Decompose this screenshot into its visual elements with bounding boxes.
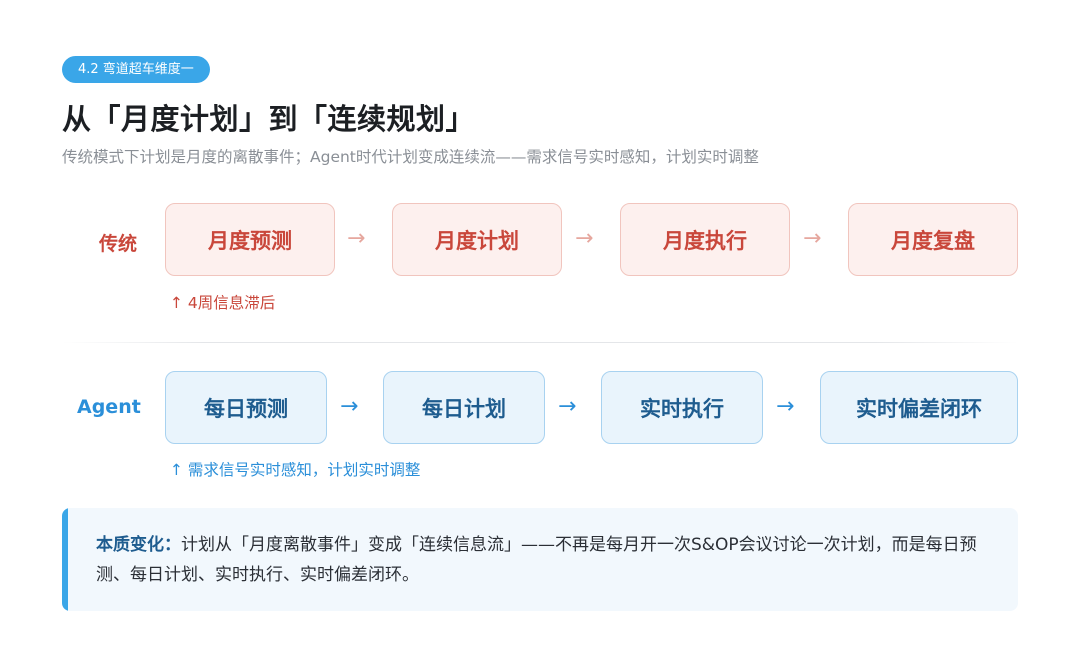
agent-step-realtime-deviation-loop: 实时偏差闭环 xyxy=(820,371,1018,444)
agent-step-daily-plan: 每日计划 xyxy=(383,371,545,444)
traditional-lag-note: ↑ 4周信息滞后 xyxy=(170,294,276,312)
essence-callout: 本质变化：计划从「月度离散事件」变成「连续信息流」——不再是每月开一次S&OP会… xyxy=(62,508,1018,611)
right-arrow-icon: → xyxy=(340,394,359,419)
page-title: 从「月度计划」到「连续规划」 xyxy=(62,102,476,136)
callout-lead: 本质变化： xyxy=(96,535,181,555)
divider xyxy=(62,342,1018,343)
traditional-row-label: 传统 xyxy=(99,233,138,255)
right-arrow-icon: → xyxy=(575,226,594,251)
callout-accent-bar xyxy=(62,508,68,611)
agent-realtime-note: ↑ 需求信号实时感知，计划实时调整 xyxy=(170,461,421,479)
agent-step-realtime-execution: 实时执行 xyxy=(601,371,763,444)
agent-row-label: Agent xyxy=(77,396,141,418)
right-arrow-icon: → xyxy=(803,226,822,251)
right-arrow-icon: → xyxy=(558,394,577,419)
section-badge: 4.2 弯道超车维度一 xyxy=(62,56,210,83)
callout-body: 计划从「月度离散事件」变成「连续信息流」——不再是每月开一次S&OP会议讨论一次… xyxy=(96,535,977,585)
traditional-step-monthly-plan: 月度计划 xyxy=(392,203,562,276)
traditional-step-monthly-forecast: 月度预测 xyxy=(165,203,335,276)
callout-text: 本质变化：计划从「月度离散事件」变成「连续信息流」——不再是每月开一次S&OP会… xyxy=(96,530,996,590)
page-subtitle: 传统模式下计划是月度的离散事件；Agent时代计划变成连续流——需求信号实时感知… xyxy=(62,148,759,166)
agent-step-daily-forecast: 每日预测 xyxy=(165,371,327,444)
right-arrow-icon: → xyxy=(347,226,366,251)
traditional-step-monthly-review: 月度复盘 xyxy=(848,203,1018,276)
traditional-step-monthly-execution: 月度执行 xyxy=(620,203,790,276)
right-arrow-icon: → xyxy=(776,394,795,419)
